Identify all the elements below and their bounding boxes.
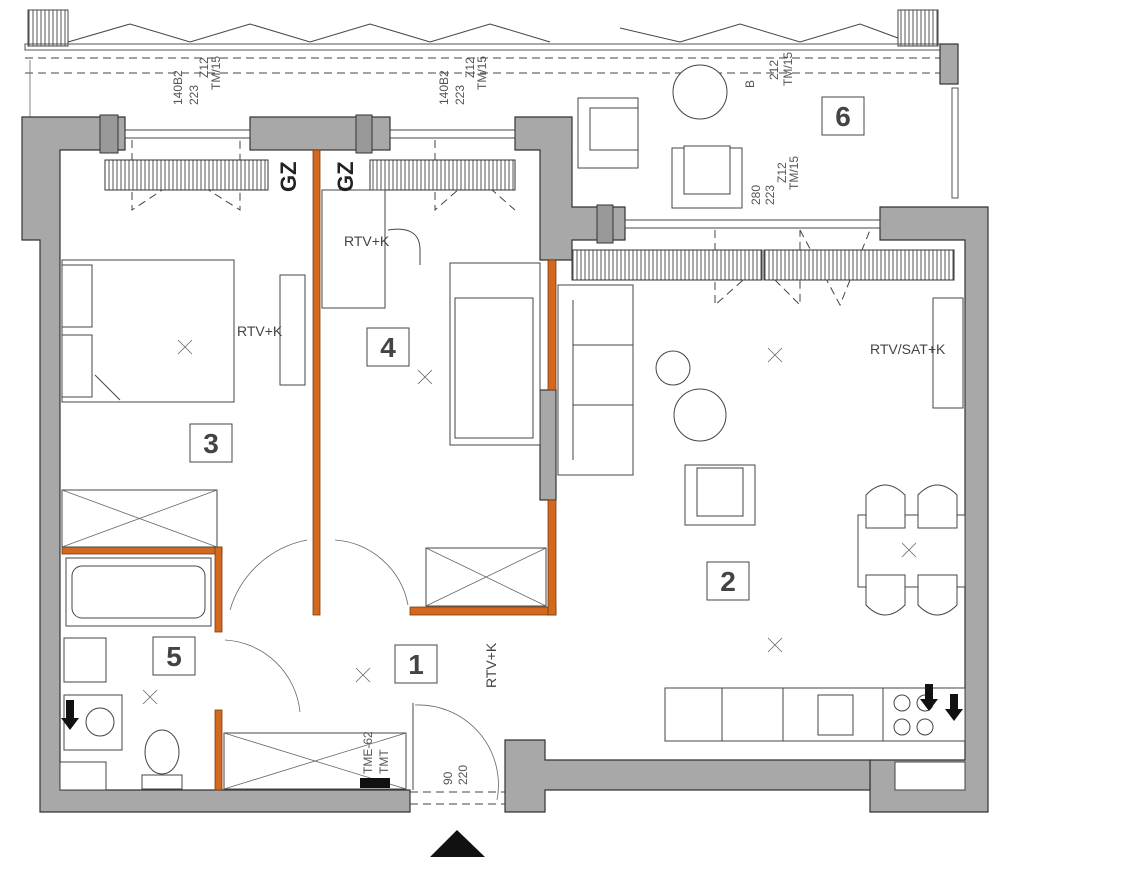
balcony-railing: [24, 9, 959, 199]
socket-label: RTV+K: [483, 642, 499, 688]
radiator: [104, 159, 269, 191]
window-tag: 140B2 223 Z12 TM/15: [437, 56, 489, 105]
svg-text:140B2: 140B2: [171, 70, 185, 105]
svg-text:280: 280: [749, 185, 763, 205]
room-badge-1: 1: [394, 644, 438, 684]
room-badge-5: 5: [152, 636, 196, 676]
walls: [21, 114, 989, 813]
door-width: 90: [441, 771, 455, 785]
radiator: [763, 249, 955, 281]
svg-text:223: 223: [453, 85, 467, 105]
room-badge-6: 6: [821, 96, 865, 136]
room-number: 5: [166, 641, 182, 672]
room-badge-3: 3: [189, 423, 233, 463]
svg-text:140B2: 140B2: [437, 70, 451, 105]
doors: [224, 539, 505, 805]
room-number: 4: [380, 332, 396, 363]
kitchen: [664, 684, 966, 742]
room-number: 1: [408, 649, 424, 680]
room-number: 6: [835, 101, 851, 132]
partition-walls: [61, 149, 557, 791]
svg-text:TM/15: TM/15: [209, 56, 223, 90]
door-height: 220: [456, 765, 470, 785]
room-number: 2: [720, 566, 736, 597]
tv-unit: [932, 297, 964, 409]
gas-label: GZ: [276, 161, 301, 192]
light-markers: [142, 339, 917, 705]
radiator: [571, 249, 763, 281]
svg-text:Z12: Z12: [463, 57, 477, 78]
desk: [321, 189, 386, 309]
window-tag: 140B2 223 Z12 TM/15: [171, 56, 223, 105]
room-badge-2: 2: [706, 561, 750, 601]
svg-text:212: 212: [767, 60, 781, 80]
entrance-arrow-icon: [430, 830, 485, 857]
tv-unit: [279, 274, 306, 386]
svg-text:223: 223: [187, 85, 201, 105]
meter-label: TME-62: [361, 731, 375, 774]
meter-label: TMT: [377, 749, 391, 774]
svg-text:223: 223: [763, 185, 777, 205]
room-number: 3: [203, 428, 219, 459]
socket-label: RTV+K: [237, 323, 283, 339]
room-badge-4: 4: [366, 327, 410, 367]
svg-text:B: B: [743, 80, 757, 88]
radiator: [369, 159, 516, 191]
svg-text:Z12: Z12: [197, 57, 211, 78]
window-tag: B 212 TM/15: [743, 52, 795, 88]
svg-text:Z12: Z12: [775, 162, 789, 183]
gas-label: GZ: [333, 161, 358, 192]
svg-text:TM/15: TM/15: [781, 52, 795, 86]
socket-label: RTV/SAT+K: [870, 341, 946, 357]
plant-icon: [673, 388, 727, 442]
plant-icon: [672, 64, 728, 120]
svg-text:TM/15: TM/15: [787, 156, 801, 190]
bed: [61, 259, 235, 403]
toilet: [144, 729, 180, 775]
window-tag: 280 223 Z12 TM/15: [749, 156, 801, 205]
socket-label: RTV+K: [344, 233, 390, 249]
svg-text:TM/15: TM/15: [475, 56, 489, 90]
washing-machine: [63, 637, 107, 683]
sofa: [557, 284, 634, 476]
